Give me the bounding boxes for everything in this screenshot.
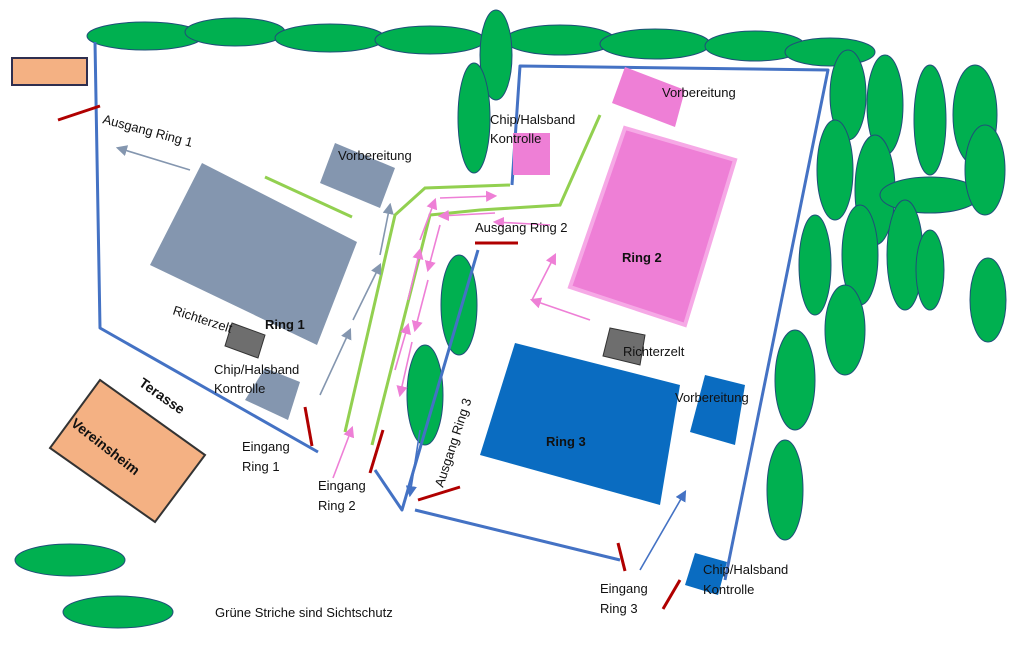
tree-cluster-center [406,9,513,446]
gate-markers [57,104,682,610]
label-chip-ring2-line2: Kontrolle [490,131,541,146]
label-eingang-ring2-line2: Ring 2 [318,498,356,513]
tree-row-top [86,17,876,67]
label-eingang-ring3-line2: Ring 3 [600,601,638,616]
label-vorbereitung-ring3: Vorbereitung [675,390,749,405]
chip-kontrolle-ring3-area [685,553,727,595]
vorbereitung-ring1-area [320,143,395,208]
chip-kontrolle-ring1-area [245,368,300,420]
vereinsheim-building [48,378,207,524]
fence-lines [93,41,830,581]
label-chip-ring1-line1: Chip/Halsband [214,362,299,377]
label-ring2: Ring 2 [622,250,662,265]
flow-arrows-ring1 [115,145,394,396]
fence-ring2-3 [510,64,830,581]
label-eingang-ring2-line1: Eingang [318,478,366,493]
tree-cluster-bottom-left [14,543,174,629]
label-ring1: Ring 1 [265,317,305,332]
parking-box-topleft [11,57,88,86]
vorbereitung-ring2-area [612,67,685,127]
ring2-area [567,125,738,328]
richterzelt-ring1 [224,322,266,359]
label-vorbereitung-ring2: Vorbereitung [662,85,736,100]
flow-arrows-ring3 [405,429,687,571]
legend-note: Grüne Striche sind Sichtschutz [215,605,393,620]
tree-forest-right [766,49,1007,541]
label-chip-ring3-line1: Chip/Halsband [703,562,788,577]
label-eingang-ring3-line1: Eingang [600,581,648,596]
richterzelt-ring23 [602,327,646,366]
vorbereitung-ring3-area [690,375,745,445]
chip-kontrolle-ring2-area [513,133,550,175]
label-chip-ring2-line1: Chip/Halsband [490,112,575,127]
label-chip-ring3-line2: Kontrolle [703,582,754,597]
label-ring3: Ring 3 [546,434,586,449]
fence-ring3-bottom [414,508,621,562]
ring3-area [480,343,680,505]
label-richterzelt-ring23: Richterzelt [623,344,685,359]
label-chip-ring1-line2: Kontrolle [214,381,265,396]
label-ausgang-ring1: Ausgang Ring 1 [101,111,194,149]
ring1-area [150,163,357,345]
label-eingang-ring1-line1: Eingang [242,439,290,454]
fence-ring3-inner [373,249,480,512]
label-vorbereitung-ring1: Vorbereitung [338,148,412,163]
label-richterzelt-ring1: Richterzelt [171,303,234,336]
flow-arrows-ring2 [332,190,591,479]
label-eingang-ring1-line2: Ring 1 [242,459,280,474]
fence-ring1 [93,41,319,454]
label-ausgang-ring2: Ausgang Ring 2 [475,220,568,235]
